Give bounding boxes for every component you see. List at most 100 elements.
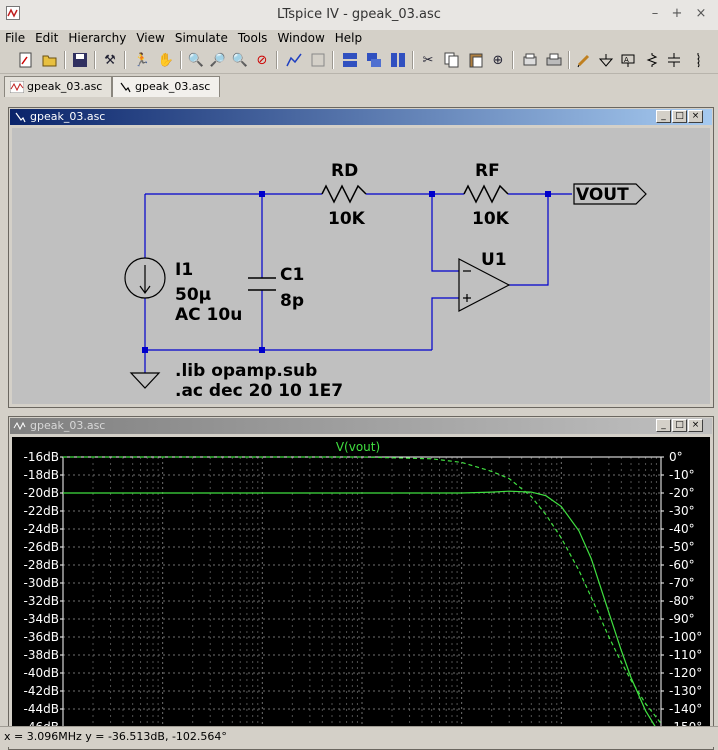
menu-view[interactable]: View [136,31,165,45]
zoom-cancel-icon[interactable]: ⊘ [256,52,268,68]
close-icon[interactable]: × [688,419,703,432]
close-icon[interactable]: × [695,6,707,21]
new-schematic-icon[interactable] [16,50,36,70]
schematic-window-label: gpeak_03.asc [30,110,106,123]
vout-net-label[interactable] [573,183,647,205]
i1-ac-label: AC 10u [175,305,242,325]
autorange-icon[interactable] [284,50,304,70]
capacitor-c1-symbol[interactable] [248,277,276,291]
control-panel-hammer-icon[interactable]: ⚒ [104,52,116,68]
y-tick-label-left: -18dB [24,468,59,482]
resistor-icon[interactable] [642,50,662,70]
directive-lib[interactable]: .lib opamp.sub [175,361,317,381]
svg-text:A: A [624,56,629,64]
minimize-icon[interactable]: _ [656,110,671,123]
zoom-out-icon[interactable]: 🔍 [231,52,249,68]
print-icon[interactable] [544,50,564,70]
y-tick-label-left: -40dB [24,666,59,680]
y-tick-label-right: -130° [669,684,702,698]
current-source-i1-symbol[interactable] [124,257,166,299]
menu-help[interactable]: Help [334,31,363,45]
save-icon[interactable] [70,50,90,70]
cut-scissors-icon[interactable]: ✂ [422,52,434,68]
y-tick-label-left: -42dB [24,684,59,698]
tab-waveform[interactable]: gpeak_03.asc [4,76,112,97]
menu-window[interactable]: Window [277,31,325,45]
find-binoculars-icon[interactable]: ⊕ [492,52,504,68]
run-icon[interactable]: 🏃 [133,52,151,68]
rf-value-label: 10K [472,209,510,229]
y-tick-label-right: -90° [669,612,695,626]
rd-name-label: RD [331,161,358,181]
schematic-window[interactable]: gpeak_03.asc _ □ × [8,107,714,408]
minimize-icon[interactable]: _ [656,419,671,432]
open-folder-icon[interactable] [40,50,60,70]
rf-name-label: RF [475,161,500,181]
i1-value-label: 50µ [175,285,211,305]
y-tick-label-right: -80° [669,594,695,608]
title-bar: LTspice IV - gpeak_03.asc – + × [0,0,718,31]
y-tick-label-right: -20° [669,486,695,500]
y-tick-label-left: -16dB [24,450,59,464]
tile-horizontal-icon[interactable] [340,50,360,70]
paste-icon[interactable] [466,50,486,70]
c1-value-label: 8p [280,291,304,311]
schematic-window-title: gpeak_03.asc [10,109,712,125]
opamp-u1-symbol[interactable] [458,258,511,312]
cascade-icon[interactable] [364,50,384,70]
cursor-readout: x = 3.096MHz y = -36.513dB, -102.564° [4,730,227,743]
maximize-icon[interactable]: + [671,6,683,21]
menu-edit[interactable]: Edit [35,31,59,45]
menu-file[interactable]: File [5,31,26,45]
series-magnitude-line[interactable] [63,490,662,737]
trace-label[interactable]: V(vout) [336,440,380,454]
halt-hand-icon[interactable]: ✋ [157,52,175,68]
maximize-icon[interactable]: □ [672,419,687,432]
label-net-icon[interactable]: A [618,50,638,70]
toolbar: ⚒ 🏃 ✋ 🔍 🔎 🔍 ⊘ ✂ ⊕ A [0,47,718,74]
maximize-icon[interactable]: □ [672,110,687,123]
print-setup-icon[interactable] [520,50,540,70]
y-tick-label-right: -100° [669,630,702,644]
inductor-icon[interactable] [688,50,708,70]
ground-icon[interactable] [596,50,616,70]
rd-value-label: 10K [328,209,366,229]
y-tick-label-left: -38dB [24,648,59,662]
y-tick-label-left: -32dB [24,594,59,608]
y-tick-label-right: -40° [669,522,695,536]
series-phase-line[interactable] [63,456,662,724]
y-tick-label-right: -60° [669,558,695,572]
c1-name-label: C1 [280,265,304,285]
ltspice-app-icon [6,6,20,20]
y-tick-label-left: -20dB [24,486,59,500]
ground-symbol [129,372,161,389]
resistor-rf-symbol[interactable] [463,184,509,204]
y-tick-label-left: -28dB [24,558,59,572]
zoom-in-icon[interactable]: 🔍 [187,52,205,68]
y-tick-label-right: -110° [669,648,702,662]
fit-icon[interactable] [308,50,328,70]
copy-icon[interactable] [442,50,462,70]
close-icon[interactable]: × [688,110,703,123]
menu-bar: File Edit Hierarchy View Simulate Tools Window… [0,30,718,46]
menu-hierarchy[interactable]: Hierarchy [68,31,127,45]
schematic-canvas[interactable]: RD 10K RF 10K C1 8p I1 50µ AC 10u U1 VOU… [12,128,710,404]
resistor-rd-symbol[interactable] [321,184,367,204]
minimize-icon[interactable]: – [651,6,659,21]
menu-tools[interactable]: Tools [237,31,268,45]
pan-icon[interactable]: 🔎 [209,52,227,68]
tile-vertical-icon[interactable] [388,50,408,70]
capacitor-icon[interactable] [664,50,684,70]
y-tick-label-right: -120° [669,666,702,680]
schematic-icon [120,82,131,93]
y-tick-label-left: -24dB [24,522,59,536]
u1-name-label: U1 [481,250,507,270]
menu-simulate[interactable]: Simulate [174,31,228,45]
draw-wire-pencil-icon[interactable] [574,50,594,70]
tab-schematic[interactable]: gpeak_03.asc [112,76,220,97]
status-bar: x = 3.096MHz y = -36.513dB, -102.564° [0,726,718,747]
directive-ac[interactable]: .ac dec 20 10 1E7 [175,381,343,401]
